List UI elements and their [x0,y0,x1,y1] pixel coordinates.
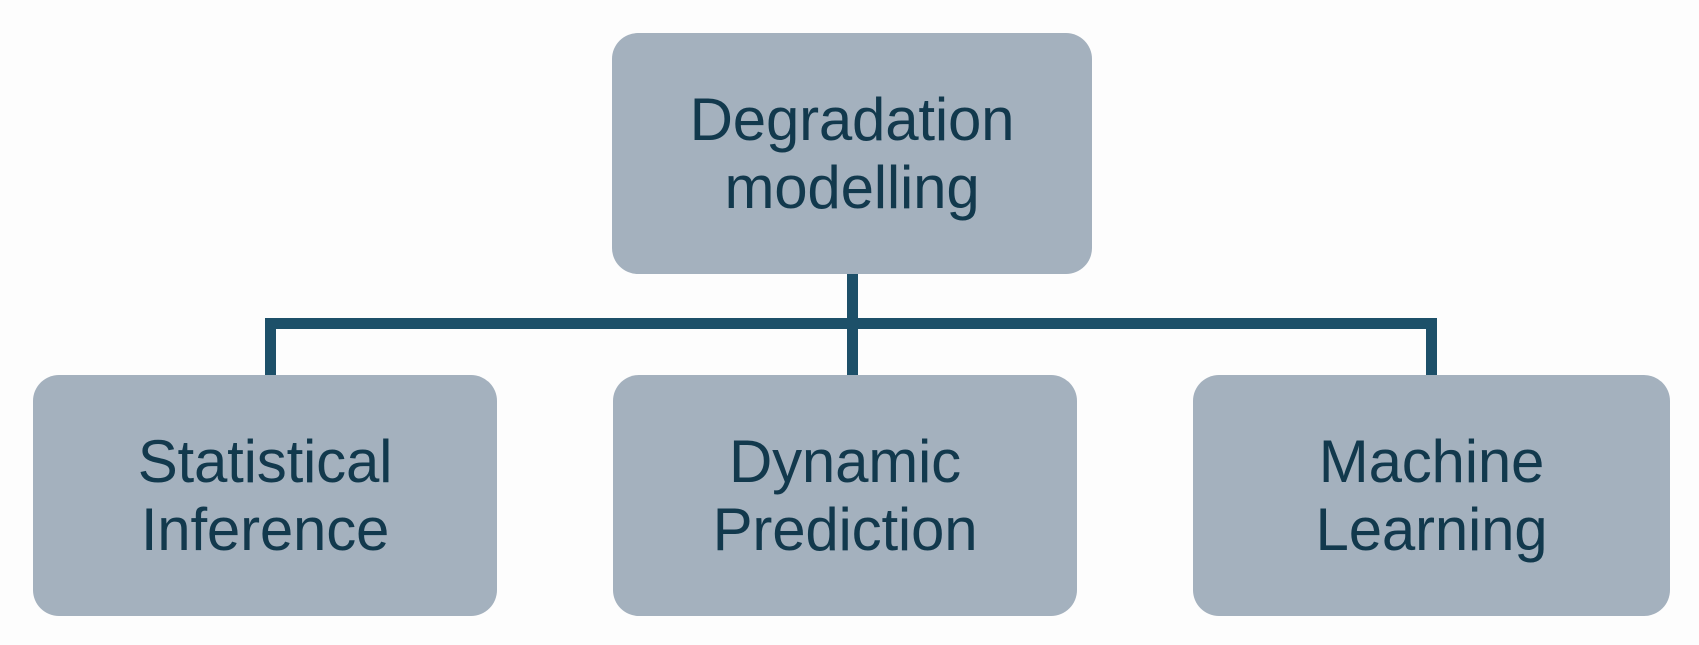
node-statistical-inference[interactable]: Statistical Inference [33,375,497,616]
node-machine-learning[interactable]: Machine Learning [1193,375,1670,616]
node-degradation-modelling[interactable]: Degradation modelling [612,33,1092,274]
node-dynamic-prediction[interactable]: Dynamic Prediction [613,375,1077,616]
connector-root-trunk [847,270,858,325]
node-statistical-inference-label: Statistical Inference [137,428,393,563]
node-machine-learning-label: Machine Learning [1315,428,1548,563]
connector-drop-statistical-inference [265,318,276,378]
connector-drop-machine-learning [1426,318,1437,378]
node-degradation-modelling-label: Degradation modelling [689,86,1015,221]
node-dynamic-prediction-label: Dynamic Prediction [712,428,978,563]
connector-drop-dynamic-prediction [847,318,858,378]
